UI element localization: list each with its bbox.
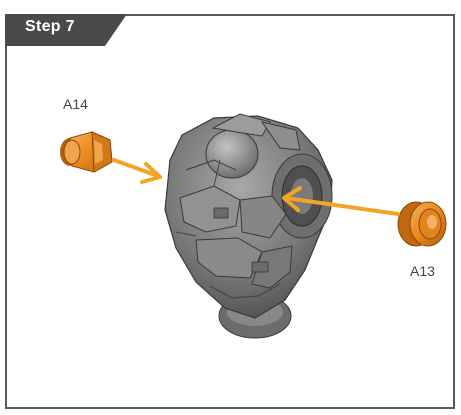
insert-arrow-a14 xyxy=(114,160,160,182)
hex-bolt-icon xyxy=(60,132,112,172)
armor-head-model xyxy=(165,114,332,338)
round-cap-icon xyxy=(398,202,446,246)
